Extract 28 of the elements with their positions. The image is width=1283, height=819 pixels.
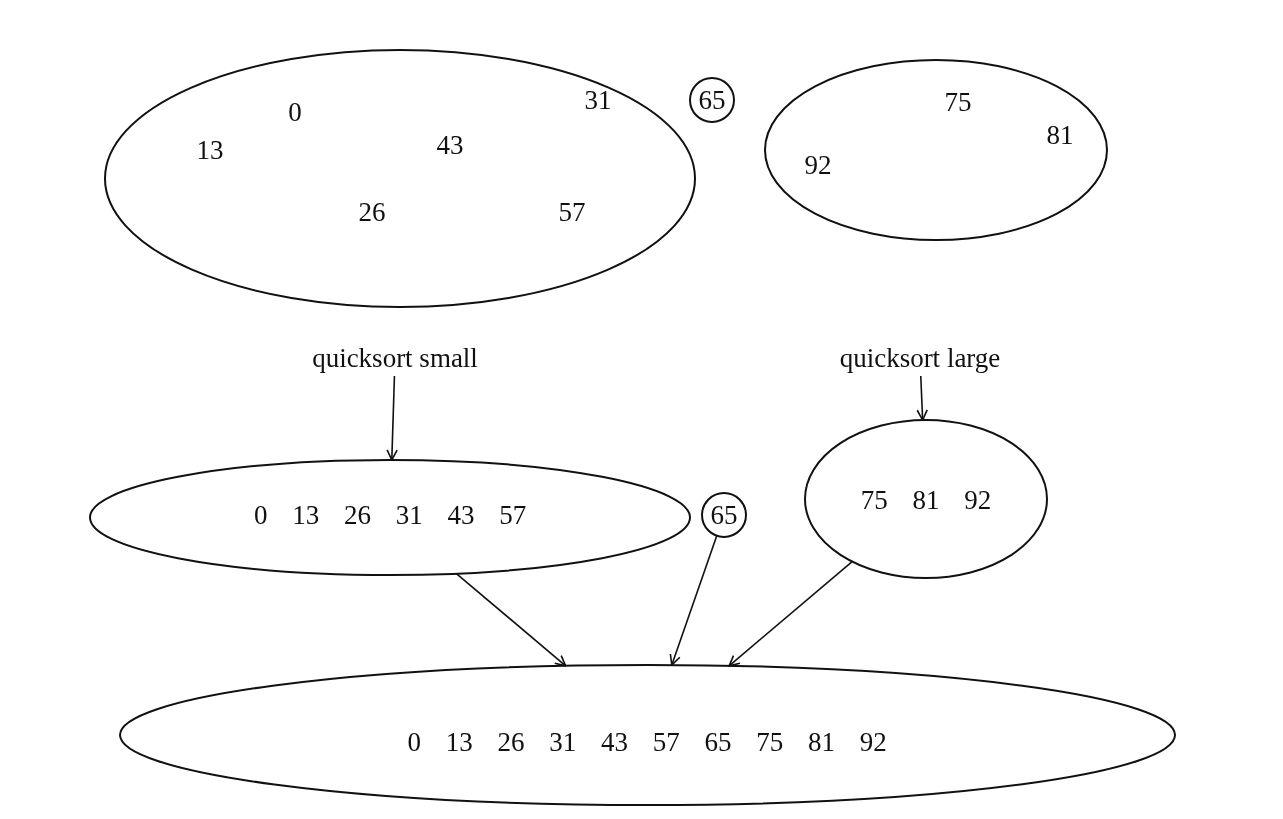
number-label: 75 81 92 — [860, 486, 992, 514]
number-label: 65 — [698, 86, 726, 114]
arrow — [386, 375, 398, 461]
number-label: 75 — [944, 88, 972, 116]
step-text: quicksort large — [839, 344, 1001, 372]
number-label: 0 — [288, 98, 302, 126]
arrow — [455, 572, 567, 667]
set-ellipse — [120, 665, 1175, 805]
arrow — [916, 375, 928, 421]
step-text: quicksort small — [312, 344, 478, 372]
pivot-circle — [702, 493, 746, 537]
number-label: 92 — [804, 151, 832, 179]
set-ellipse — [805, 420, 1047, 578]
set-ellipse — [765, 60, 1107, 240]
set-ellipse — [90, 460, 690, 575]
arrow — [728, 560, 853, 667]
pivot-circle — [690, 78, 734, 122]
number-label: 81 — [1046, 121, 1074, 149]
number-label: 26 — [358, 198, 386, 226]
number-label: 57 — [558, 198, 586, 226]
arrow — [669, 535, 718, 666]
number-label: 0 13 26 31 43 57 — [253, 501, 527, 529]
set-ellipse — [105, 50, 695, 307]
number-label: 0 13 26 31 43 57 65 75 81 92 — [407, 728, 887, 756]
number-label: 31 — [584, 86, 612, 114]
number-label: 65 — [710, 501, 738, 529]
number-label: 43 — [436, 131, 464, 159]
number-label: 13 — [196, 136, 224, 164]
